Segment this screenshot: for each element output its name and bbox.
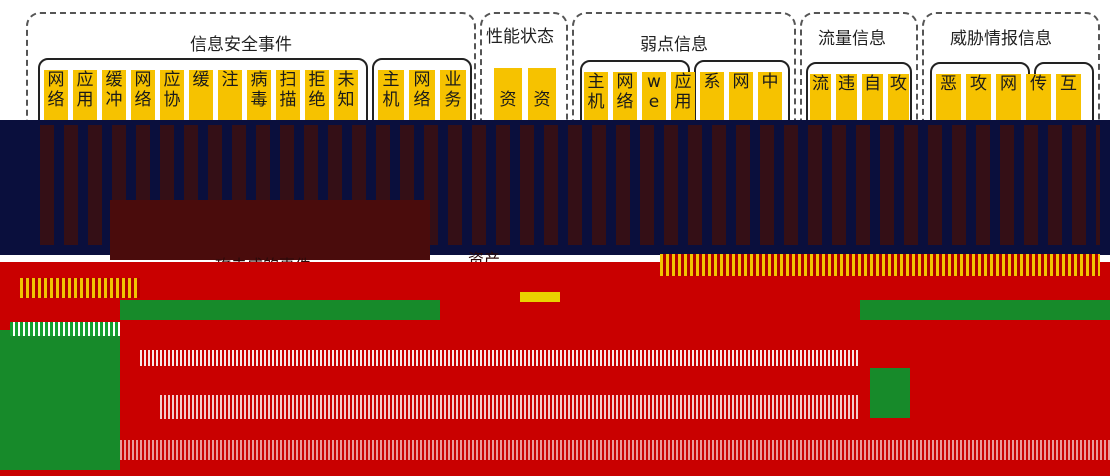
- chip-g4-3: 攻: [888, 74, 909, 134]
- corrupt-green-bar-1: [120, 300, 440, 320]
- corrupt-pink-stripes-1: [140, 350, 860, 366]
- corrupt-pink-stripes-3: [120, 440, 1110, 460]
- corrupt-green-bar-2: [860, 300, 1110, 320]
- chip-g4-2: 自: [862, 74, 883, 134]
- corrupt-green-stripes: [10, 322, 120, 336]
- corrupt-yellow-stripes: [660, 254, 1100, 276]
- group-title-threat-intel: 威胁情报信息: [950, 29, 1052, 49]
- group-title-vulnerability-info: 弱点信息: [640, 35, 708, 55]
- corrupt-yellow-chip: [520, 292, 560, 302]
- corrupt-yellow-stripes-left: [20, 278, 140, 298]
- chip-g4-0: 流: [810, 74, 831, 134]
- corrupt-green-block-left: [0, 330, 120, 470]
- group-title-performance-state: 性能状态: [486, 27, 554, 47]
- group-title-traffic-info: 流量信息: [818, 29, 886, 49]
- chip-g4-1: 违: [836, 74, 857, 134]
- corrupt-block-brown: [110, 200, 430, 260]
- corrupt-pink-stripes-2: [160, 395, 860, 419]
- group-title-info-security-events: 信息安全事件: [190, 35, 292, 55]
- corrupt-green-block-right: [870, 368, 910, 418]
